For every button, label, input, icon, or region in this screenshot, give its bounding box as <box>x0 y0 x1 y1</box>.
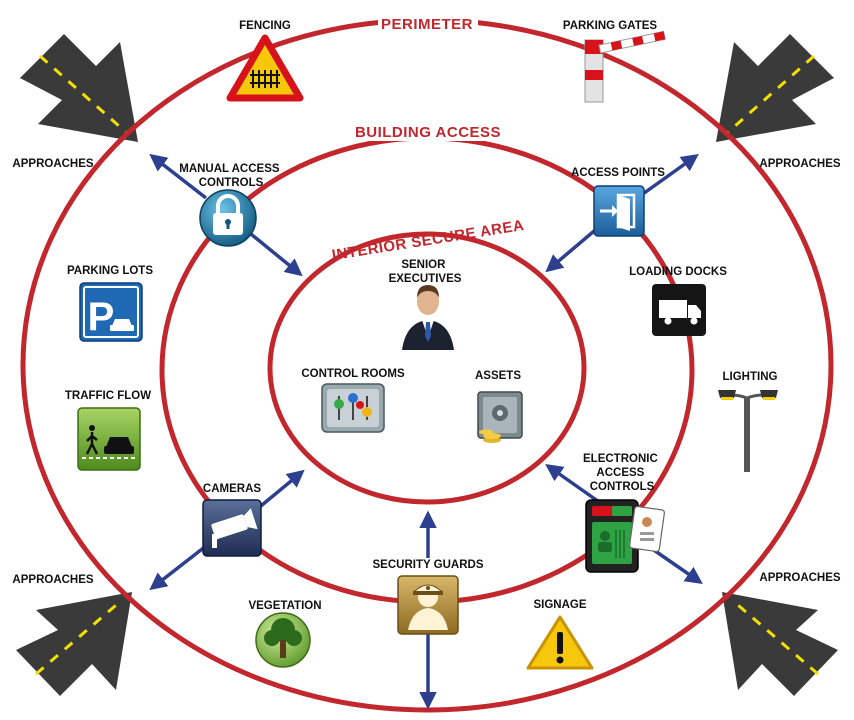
tree-icon <box>255 612 311 668</box>
label-parking-lots: PARKING LOTS <box>67 265 153 277</box>
label-approaches-bottom-left: APPROACHES <box>12 574 93 586</box>
label-manual-access-controls: MANUAL ACCESS CONTROLS <box>179 163 283 189</box>
safe-icon <box>477 391 523 443</box>
approach-road-top-right <box>716 34 834 142</box>
label-assets: ASSETS <box>475 370 521 382</box>
street-lamp-icon <box>718 390 778 472</box>
svg-text:P: P <box>88 295 115 339</box>
label-vegetation: VEGETATION <box>248 600 321 612</box>
label-approaches-bottom-right: APPROACHES <box>759 572 840 584</box>
label-approaches-top-right: APPROACHES <box>759 158 840 170</box>
control-panel-icon <box>321 383 385 433</box>
arrow-access-in <box>545 224 602 273</box>
label-lighting: LIGHTING <box>723 371 778 383</box>
businessman-icon <box>402 285 454 350</box>
label-fencing: FENCING <box>239 20 291 32</box>
padlock-icon <box>199 189 257 247</box>
guard-icon <box>397 575 459 635</box>
approach-road-top-left <box>20 34 138 142</box>
label-parking-gates: PARKING GATES <box>563 20 657 32</box>
warning-fence-icon <box>226 34 304 102</box>
label-access-points: ACCESS POINTS <box>571 167 665 179</box>
label-approaches-top-left: APPROACHES <box>12 158 93 170</box>
parking-sign-icon: P <box>79 282 143 342</box>
arrow-electronic-in <box>545 463 604 506</box>
arrow-manual-in <box>244 228 303 277</box>
arrow-access-out <box>638 153 699 198</box>
label-control-rooms: CONTROL ROOMS <box>301 368 405 380</box>
approach-road-bottom-right <box>722 592 838 696</box>
door-enter-icon <box>593 185 645 237</box>
card-reader-icon <box>585 499 665 573</box>
label-electronic-access-controls: ELECTRONIC ACCESS CONTROLS <box>583 453 661 493</box>
label-senior-executives: SENIOR EXECUTIVES <box>389 259 462 285</box>
arrow-manual-out <box>149 153 208 200</box>
ring-title-interior-secure-area: INTERIOR SECURE AREA <box>331 217 526 264</box>
label-cameras: CAMERAS <box>203 483 261 495</box>
camera-icon <box>202 499 262 557</box>
approach-road-bottom-left <box>16 592 132 696</box>
barrier-gate-icon <box>584 30 666 103</box>
label-traffic-flow: TRAFFIC FLOW <box>65 390 151 402</box>
truck-icon <box>652 284 706 336</box>
ring-title-perimeter: PERIMETER <box>381 16 473 33</box>
label-security-guards: SECURITY GUARDS <box>373 559 484 571</box>
arrow-cameras-in <box>254 469 305 512</box>
interior-secure-ring <box>267 231 587 505</box>
arrow-cameras-out <box>149 544 208 591</box>
label-loading-docks: LOADING DOCKS <box>629 266 727 278</box>
flow-arrows <box>149 153 703 710</box>
ring-title-building-access: BUILDING ACCESS <box>355 124 501 141</box>
pedestrian-car-icon <box>77 407 141 471</box>
label-signage: SIGNAGE <box>533 599 586 611</box>
warning-sign-icon <box>526 615 594 670</box>
